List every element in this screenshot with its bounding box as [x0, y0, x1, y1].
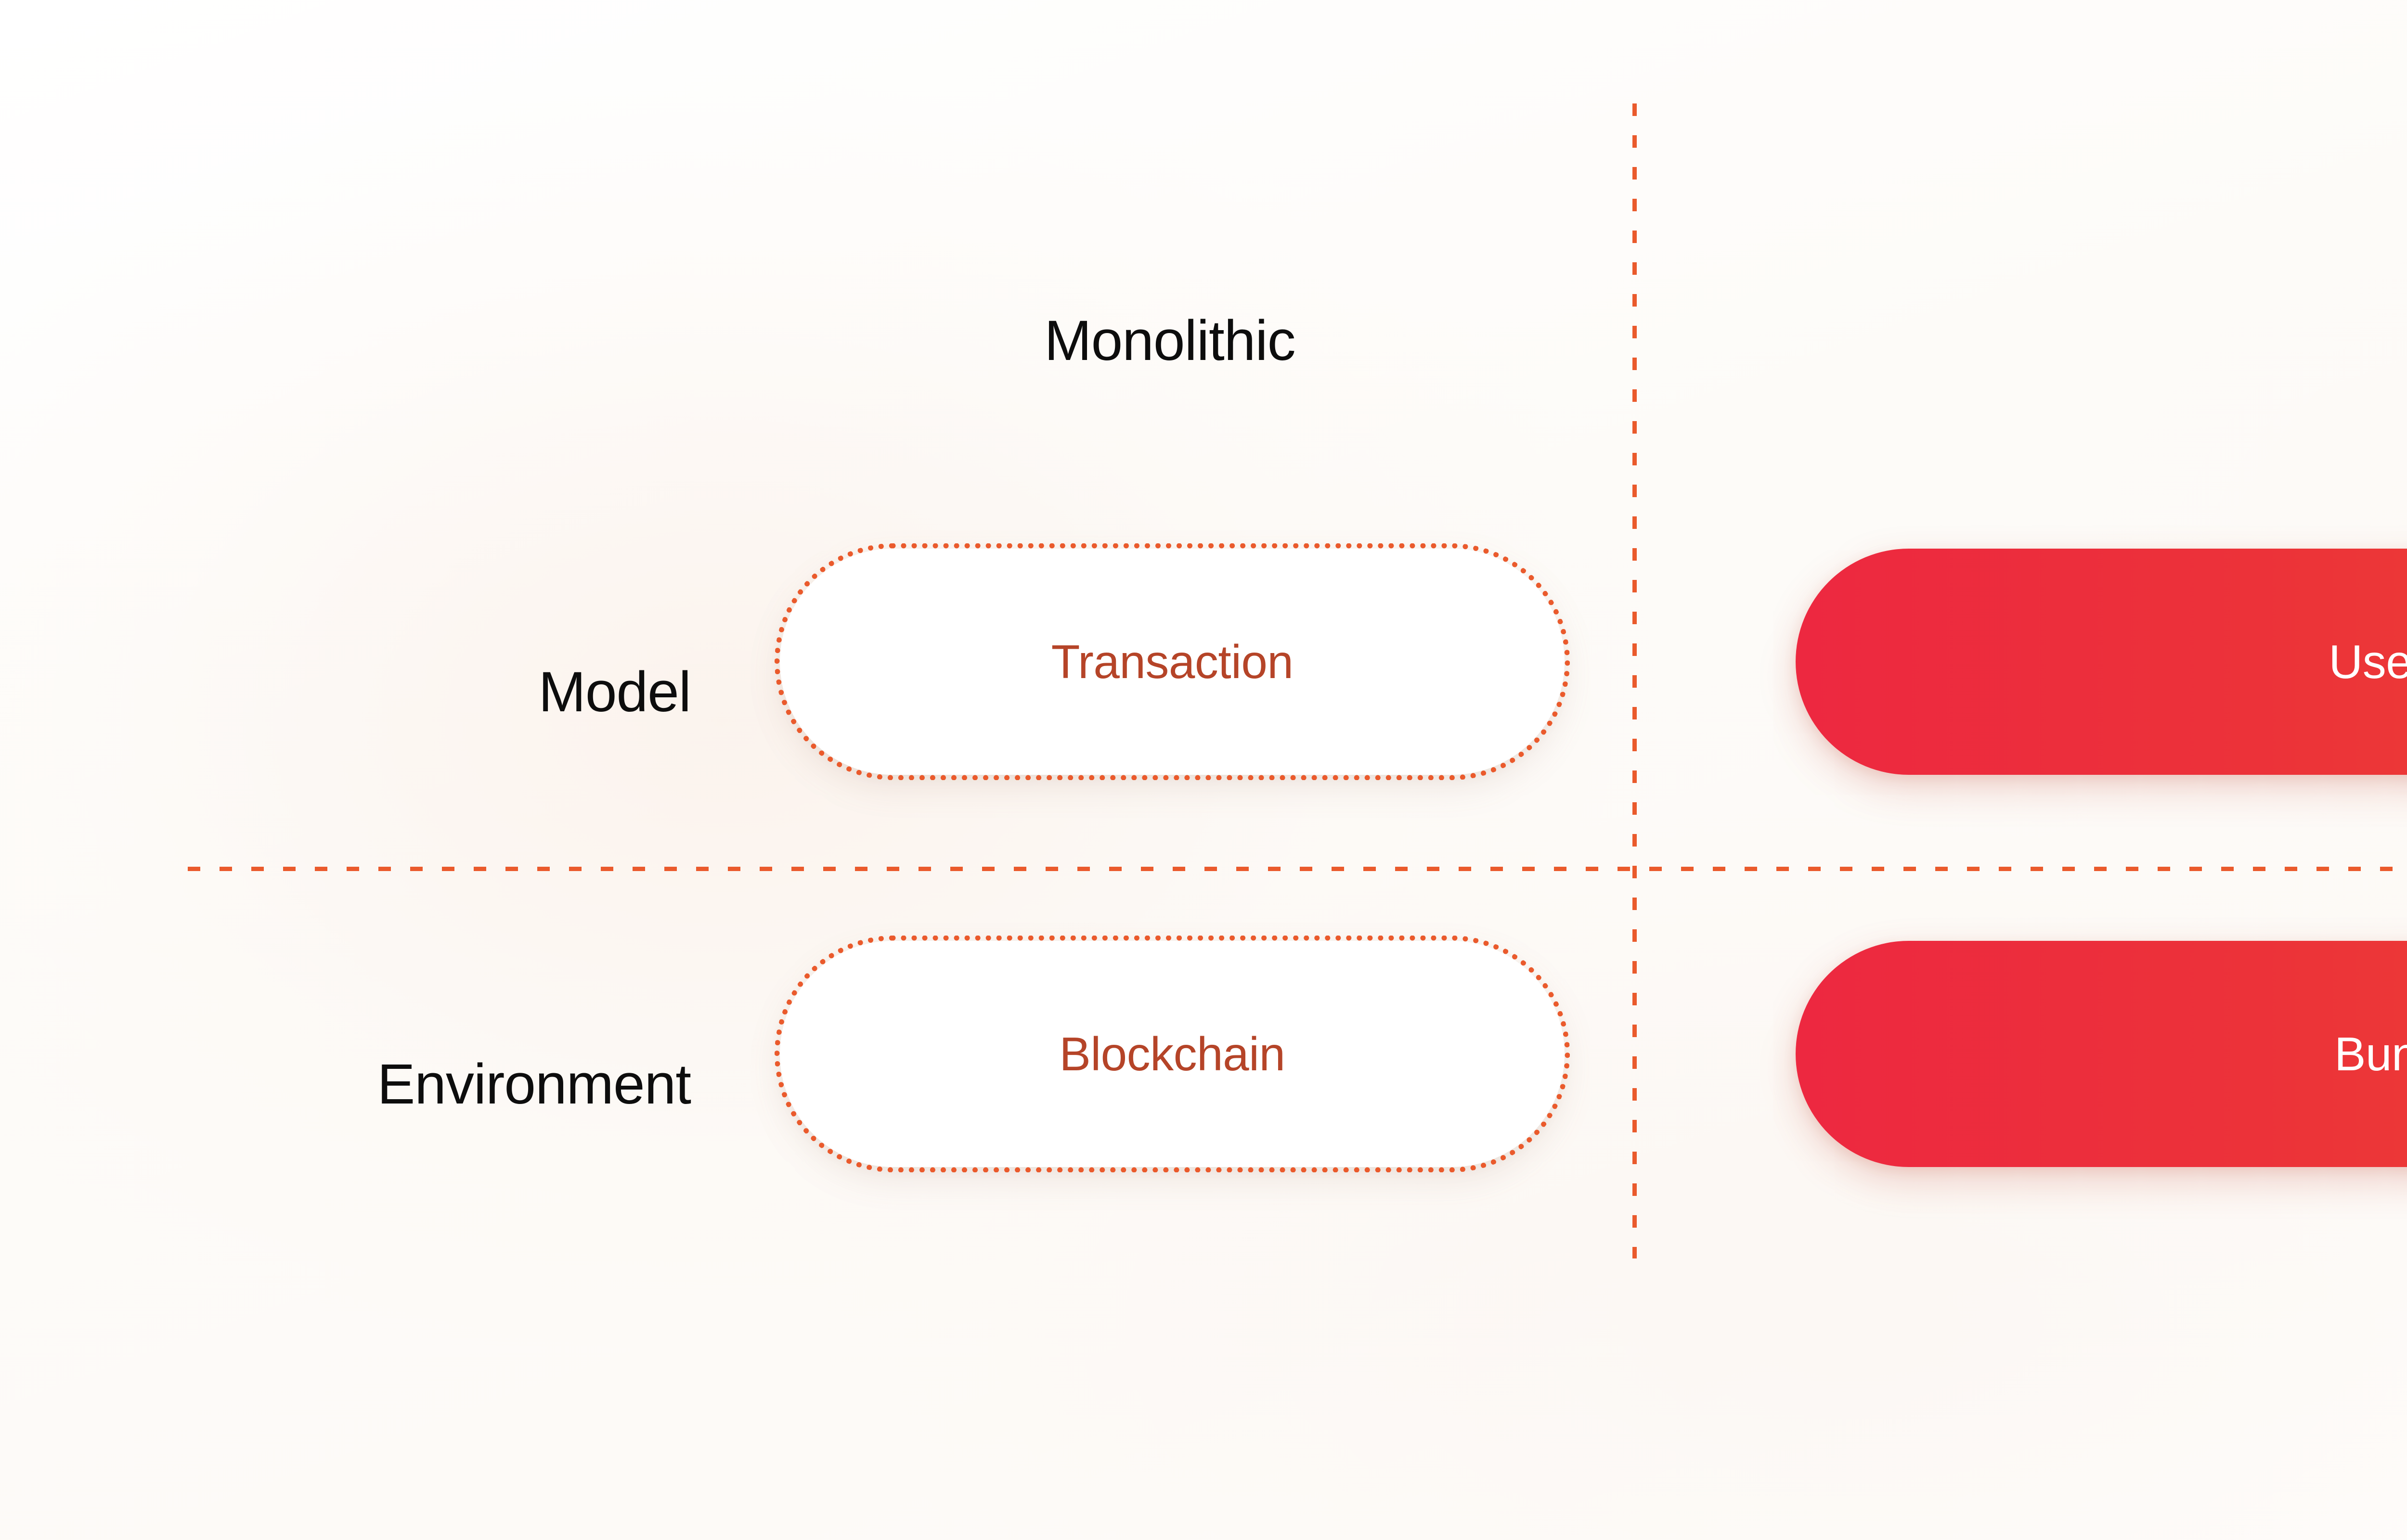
column-header-monolithic: Monolithic: [1044, 309, 1295, 372]
row-label-model: Model: [538, 660, 691, 724]
horizontal-dotted-divider: [188, 867, 2407, 871]
cell-environment-modular-label: Bundler • Solver • Oracle • zkTLS: [2334, 1027, 2407, 1080]
cell-environment-monolithic: Blockchain: [775, 936, 1570, 1172]
cell-environment-modular: Bundler • Solver • Oracle • zkTLS: [1796, 941, 2407, 1167]
vertical-dotted-divider: [1632, 103, 1637, 1258]
cell-environment-monolithic-label: Blockchain: [1059, 1027, 1285, 1080]
cell-model-monolithic-label: Transaction: [1051, 635, 1294, 688]
cell-model-modular-label: UserOp • Intent • Off-Chain Action: [2329, 635, 2407, 688]
row-label-environment: Environment: [377, 1052, 691, 1116]
cell-model-modular: UserOp • Intent • Off-Chain Action: [1796, 549, 2407, 775]
cell-model-monolithic: Transaction: [775, 543, 1570, 780]
